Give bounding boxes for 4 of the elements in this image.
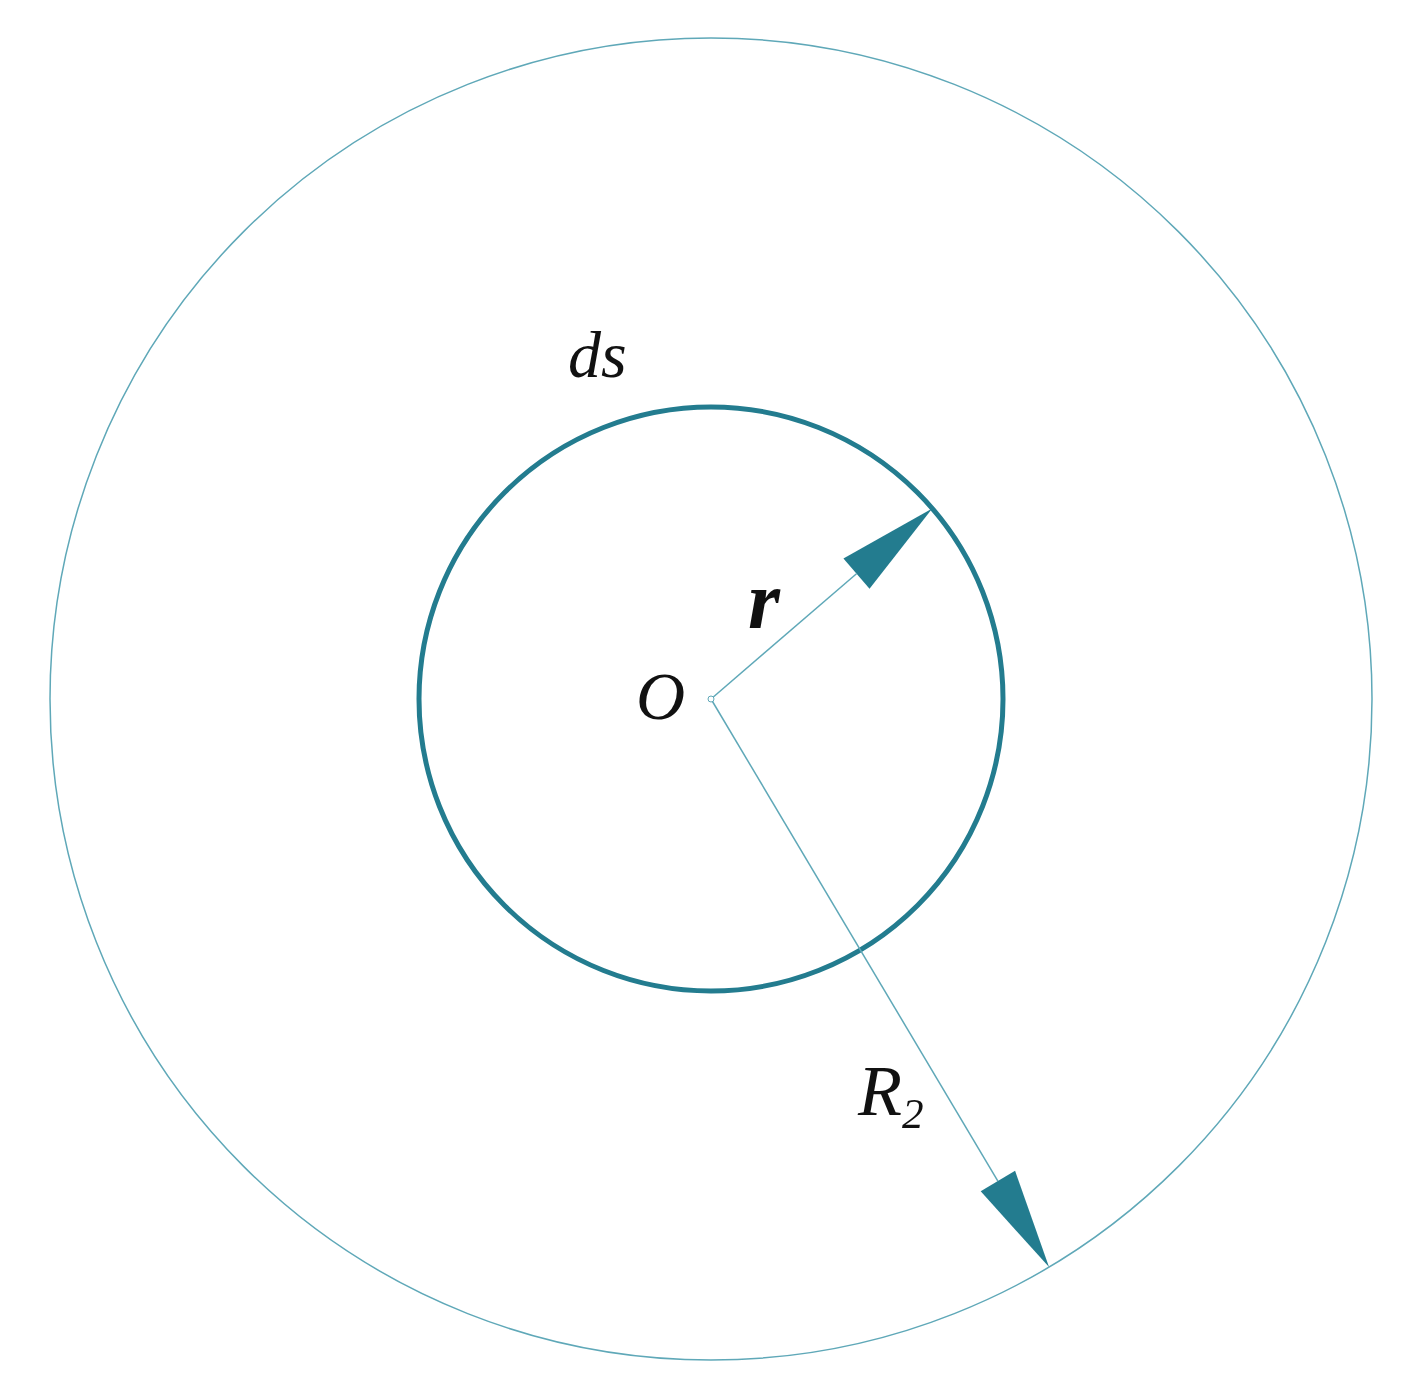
math-label: ds (568, 322, 627, 388)
math-label: O (636, 662, 686, 730)
math-label: R$_{2}$ (858, 1055, 924, 1136)
math-label: r (748, 560, 780, 642)
